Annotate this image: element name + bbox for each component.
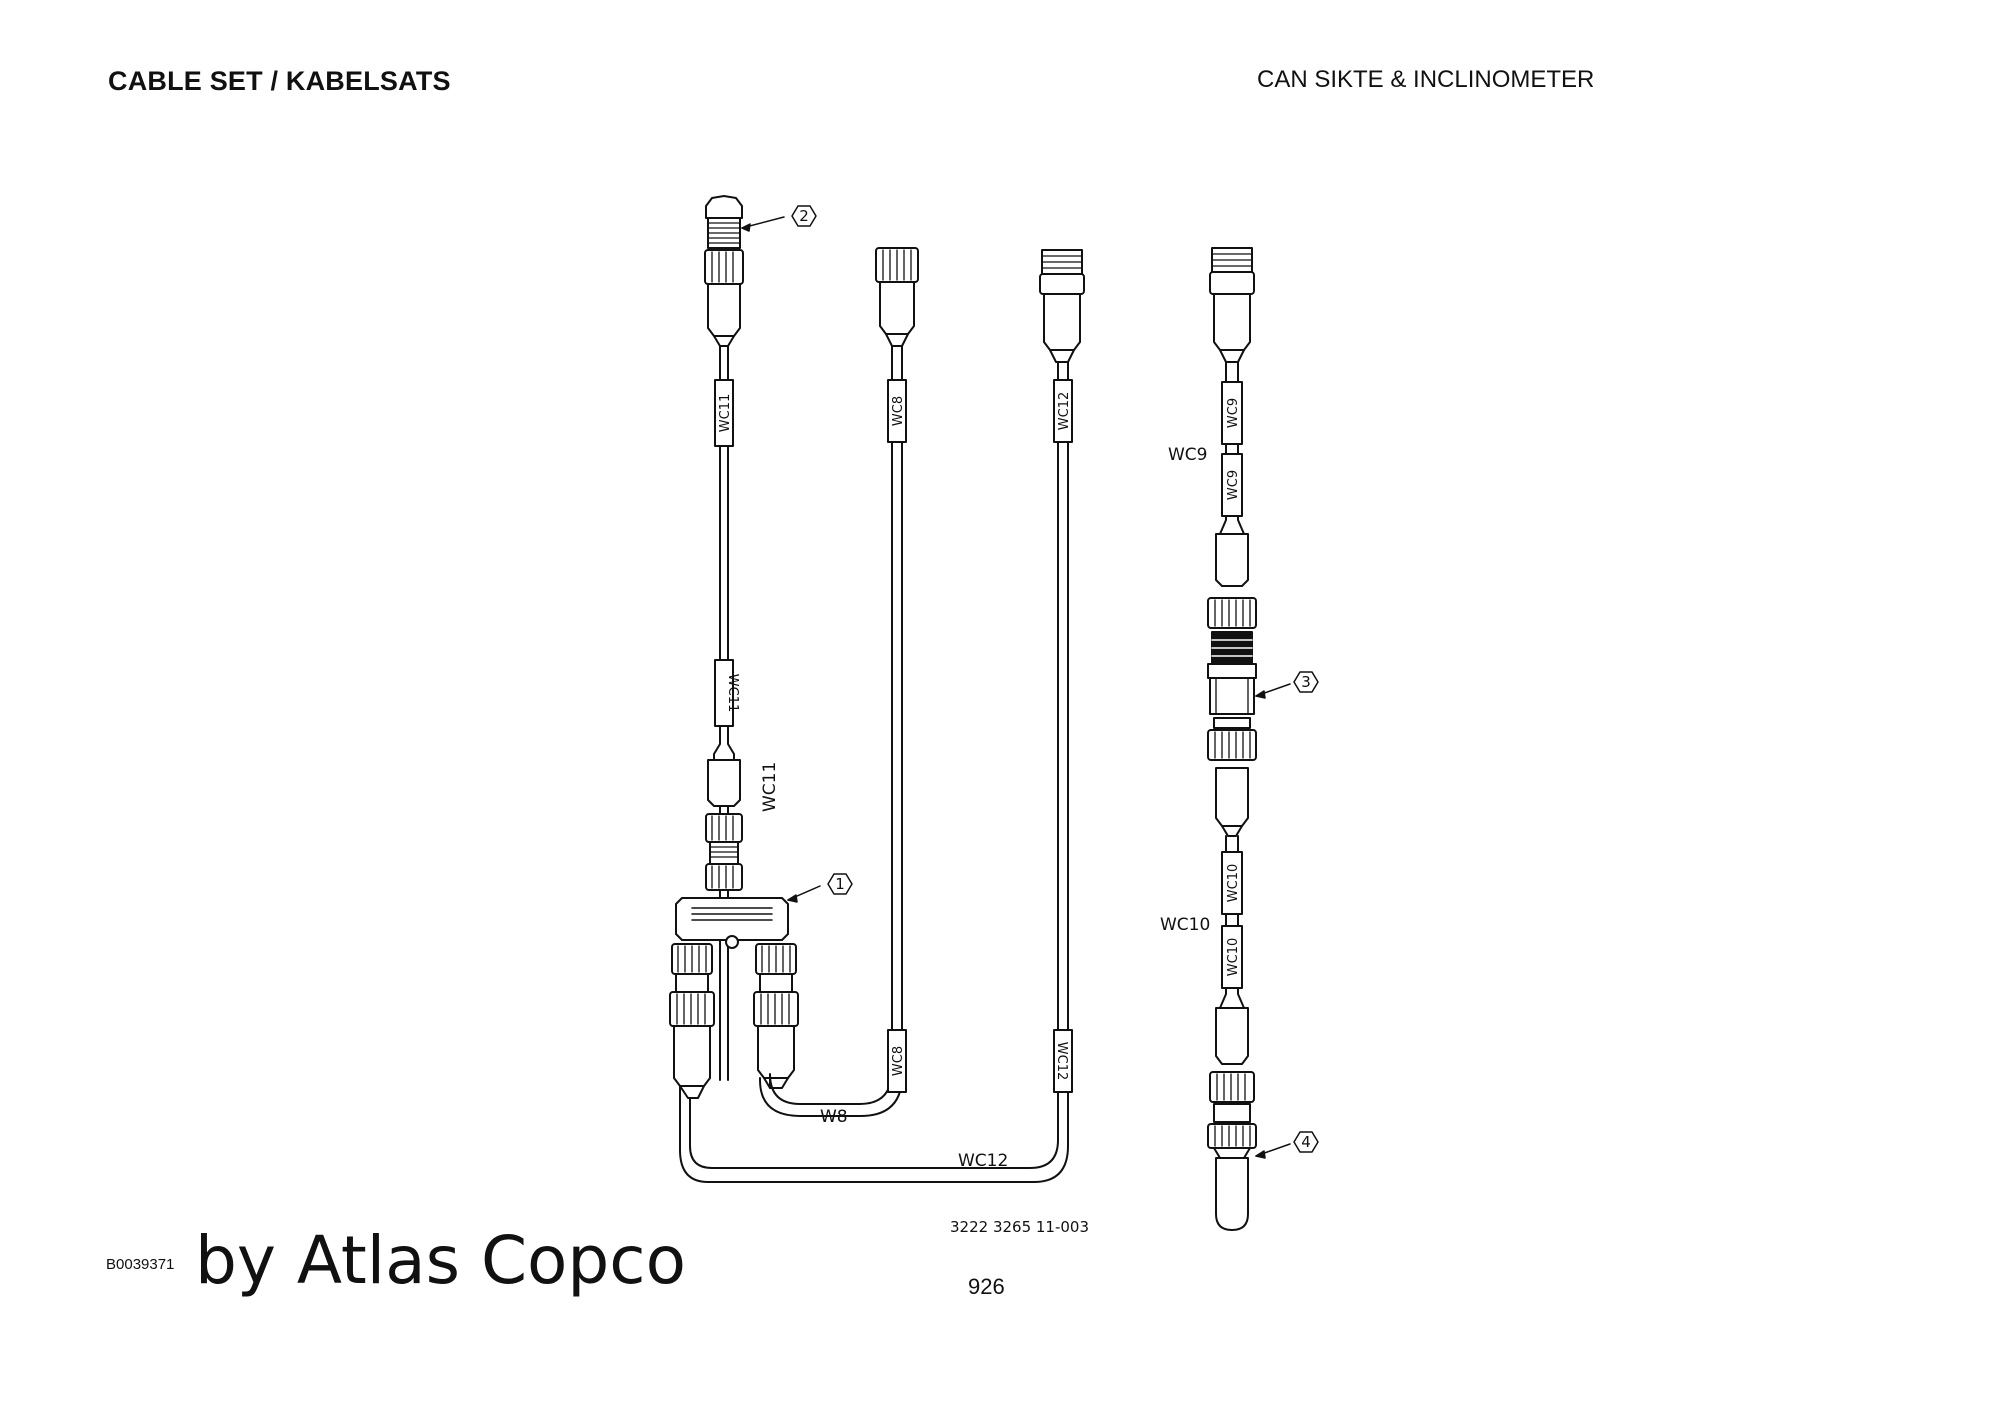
callout-3-number: 3 (1301, 673, 1311, 691)
t-splitter (669, 897, 799, 1099)
cable-label-wc9-b: WC9 (1226, 470, 1241, 500)
cable-label-wc11-top: WC11 (718, 394, 733, 432)
cable-label-wc10-b: WC10 (1226, 938, 1241, 976)
callout-2-bubble (791, 205, 817, 227)
cable-label-wc11-side: WC11 (760, 762, 780, 812)
cable-label-wc8-top: WC8 (891, 396, 906, 426)
callout-4-number: 4 (1301, 1133, 1311, 1151)
cable-label-wc10-side: WC10 (1160, 915, 1210, 935)
callout-2-number: 2 (799, 207, 809, 225)
drawing-part-number: 3222 3265 11-003 (950, 1218, 1089, 1236)
page-title: CABLE SET / KABELSATS (108, 66, 451, 96)
cable-label-wc9-side: WC9 (1168, 445, 1208, 465)
cable-label-wc10-a: WC10 (1226, 864, 1241, 902)
cable-label-wc11-lower: WC11 (725, 674, 740, 712)
cable-wc9-wc10 (1207, 247, 1257, 1231)
page-number: 926 (968, 1274, 1005, 1299)
document-id: B0039371 (106, 1256, 175, 1273)
cable-label-wc12-lower: WC12 (1054, 1042, 1069, 1080)
callout-3-bubble (1293, 671, 1319, 693)
callout-leaders (741, 216, 1291, 1159)
brand-tagline: by Atlas Copco (195, 1222, 686, 1299)
callout-1-number: 1 (835, 875, 845, 893)
callout-1-bubble (827, 873, 853, 895)
cable-label-w8: W8 (820, 1107, 848, 1127)
cable-label-wc12-bottom: WC12 (958, 1151, 1008, 1171)
callout-4-bubble (1293, 1131, 1319, 1153)
cable-wc11 (704, 195, 744, 1081)
cable-wc12 (679, 249, 1085, 1183)
cable-wc8 (759, 247, 919, 1117)
page-subtitle: CAN SIKTE & INCLINOMETER (1257, 66, 1595, 93)
cable-label-wc9-a: WC9 (1226, 398, 1241, 428)
cable-label-wc12-top: WC12 (1057, 392, 1072, 430)
cable-label-wc8-lower: WC8 (891, 1046, 906, 1076)
